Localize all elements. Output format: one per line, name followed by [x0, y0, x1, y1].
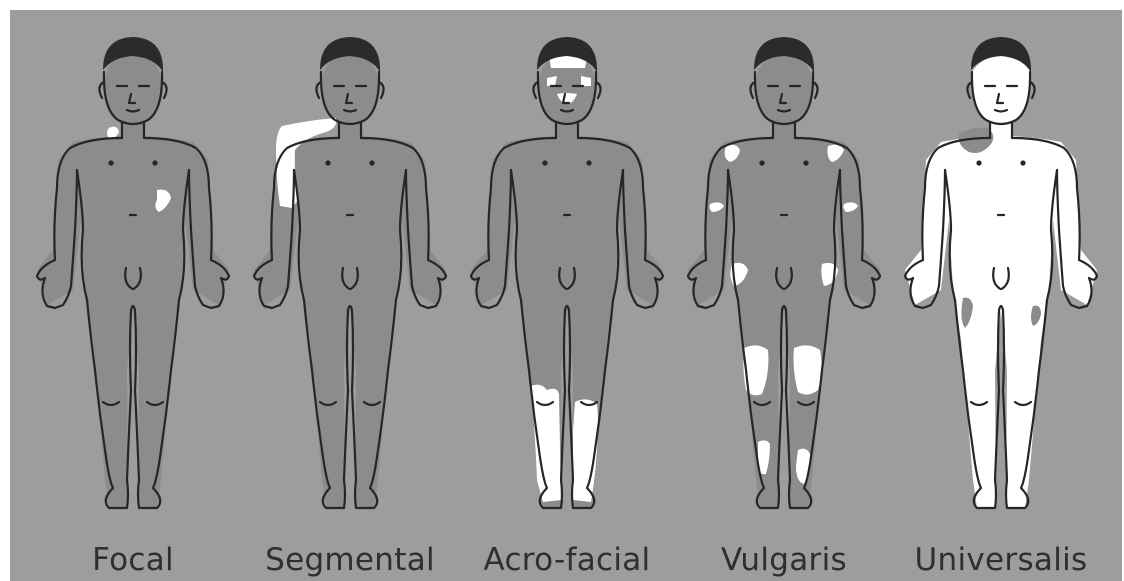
label-segmental: Segmental [242, 540, 458, 580]
label-acro-facial: Acro-facial [459, 540, 675, 580]
vitiligo-types-diagram: Focal Segmental Acro-facial Vulgaris Uni… [10, 10, 1122, 581]
depigmented-body [905, 136, 1097, 508]
figure-universalis [905, 37, 1097, 508]
label-vulgaris: Vulgaris [676, 540, 892, 580]
figure-focal [37, 37, 229, 508]
figure-acro-facial [471, 37, 663, 508]
label-universalis: Universalis [893, 540, 1109, 580]
figure-vulgaris [688, 37, 880, 508]
body-figures [10, 10, 1122, 581]
label-focal: Focal [25, 540, 241, 580]
patch-right-knee [794, 345, 822, 394]
figure-segmental [254, 37, 446, 508]
